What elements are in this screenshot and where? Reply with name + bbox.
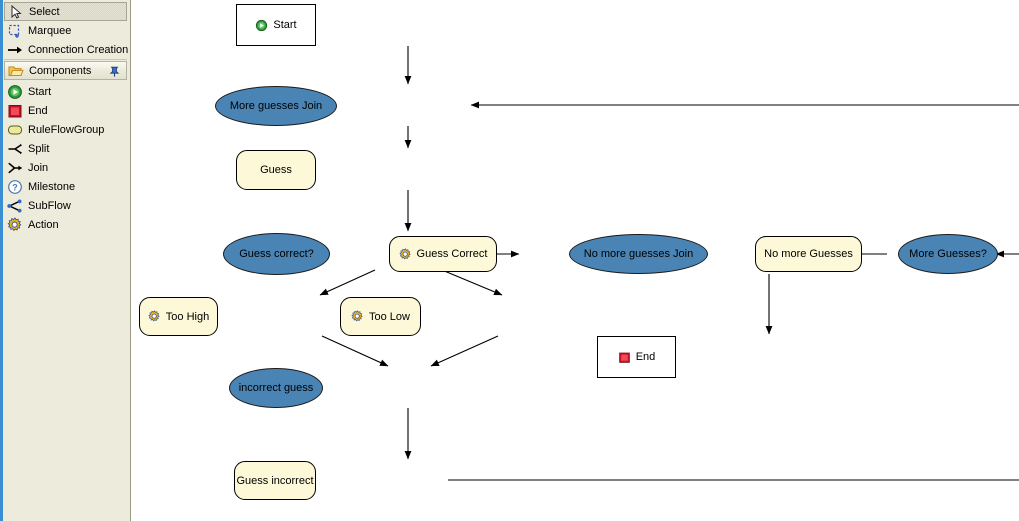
palette-drawer-components[interactable]: Components — [4, 61, 127, 80]
palette-component-start[interactable]: Start — [4, 82, 127, 101]
node-label: Start — [273, 19, 297, 31]
end-red-square-icon — [618, 351, 631, 364]
node-label: Guess — [260, 164, 292, 176]
edge-too-high-to-incorrect-guess — [321, 335, 389, 367]
node-more-guesses-join[interactable]: More guesses Join — [215, 86, 337, 126]
split-icon — [7, 141, 23, 157]
node-more-guesses-question[interactable]: More Guesses? — [898, 234, 998, 274]
node-guess-correct[interactable]: Guess Correct — [389, 236, 497, 272]
node-label: Too High — [165, 310, 210, 323]
palette-component-split[interactable]: Split — [4, 139, 127, 158]
palette-accent-strip — [0, 0, 3, 521]
node-label: Too Low — [369, 310, 410, 323]
palette-component-action[interactable]: Action — [4, 215, 127, 234]
node-label: Guess Correct — [416, 248, 488, 260]
node-label: incorrect guess — [238, 382, 314, 394]
edge-guess-correct-q-to-too-high — [319, 269, 376, 296]
components-palette: Select Marquee Connection Creation — [0, 0, 131, 521]
edge-guess-correct-q-to-too-low — [441, 269, 503, 296]
palette-tool-label: Select — [29, 5, 60, 18]
palette-component-label: End — [28, 104, 48, 117]
edge-guess-incorrect-to-more-guesses-q — [448, 479, 1019, 481]
node-too-high[interactable]: Too High — [139, 297, 218, 336]
node-label: Guess correct? — [239, 248, 314, 260]
palette-component-label: Milestone — [28, 180, 76, 193]
folder-open-icon — [8, 63, 24, 79]
ruleflowgroup-yellow-icon — [7, 122, 23, 138]
marquee-icon — [7, 23, 23, 39]
node-guess-incorrect[interactable]: Guess incorrect — [234, 461, 316, 500]
node-label: More Guesses? — [909, 248, 987, 260]
palette-component-milestone[interactable]: ? Milestone — [4, 177, 127, 196]
action-gear-icon — [398, 247, 412, 261]
node-too-low[interactable]: Too Low — [340, 297, 421, 336]
subflow-icon — [7, 198, 23, 214]
cursor-arrow-icon — [8, 4, 24, 20]
palette-component-subflow[interactable]: SubFlow — [4, 196, 127, 215]
edge-too-low-to-incorrect-guess — [430, 335, 499, 367]
join-icon — [7, 160, 23, 176]
palette-component-label: Action — [28, 218, 59, 231]
node-label: No more Guesses — [764, 248, 853, 260]
node-start[interactable]: Start — [236, 4, 316, 46]
palette-tool-select[interactable]: Select — [4, 2, 127, 21]
palette-component-label: Join — [28, 161, 49, 174]
node-no-more-guesses[interactable]: No more Guesses — [755, 236, 862, 272]
palette-tool-label: Marquee — [28, 24, 72, 37]
palette-component-end[interactable]: End — [4, 101, 127, 120]
palette-component-label: RuleFlowGroup — [28, 123, 105, 136]
palette-divider — [4, 59, 127, 60]
node-label: End — [635, 351, 656, 363]
action-gear-icon — [7, 216, 23, 233]
milestone-question-icon: ? — [7, 179, 23, 195]
palette-component-label: Start — [28, 85, 52, 98]
palette-drawer-label: Components — [29, 64, 92, 77]
node-end[interactable]: End — [597, 336, 676, 378]
action-gear-icon — [148, 310, 161, 323]
palette-component-join[interactable]: Join — [4, 158, 127, 177]
start-green-play-icon — [7, 84, 23, 100]
node-label: No more guesses Join — [583, 248, 694, 260]
node-guess-correct-question[interactable]: Guess correct? — [223, 233, 330, 275]
pin-icon[interactable] — [108, 65, 121, 78]
node-guess[interactable]: Guess — [236, 150, 316, 190]
node-no-more-guesses-join[interactable]: No more guesses Join — [569, 234, 708, 274]
palette-tool-marquee[interactable]: Marquee — [4, 21, 127, 40]
edge-more-guesses-q-to-more-guesses-join — [470, 101, 1019, 109]
palette-tool-label: Connection Creation — [28, 43, 129, 56]
svg-text:?: ? — [12, 182, 18, 192]
palette-tool-connection-creation[interactable]: Connection Creation — [4, 40, 129, 59]
node-incorrect-guess[interactable]: incorrect guess — [229, 368, 323, 408]
node-label: Guess incorrect — [236, 474, 314, 487]
end-red-square-icon — [7, 103, 23, 119]
palette-component-label: Split — [28, 142, 50, 155]
arrow-right-icon — [7, 42, 23, 58]
palette-component-ruleflowgroup[interactable]: RuleFlowGroup — [4, 120, 127, 139]
node-label: More guesses Join — [229, 100, 323, 112]
flow-diagram-canvas[interactable]: Start More guesses Join Guess Guess corr… — [132, 0, 1019, 521]
action-gear-icon — [351, 310, 364, 323]
start-green-play-icon — [255, 19, 268, 32]
palette-component-label: SubFlow — [28, 199, 71, 212]
